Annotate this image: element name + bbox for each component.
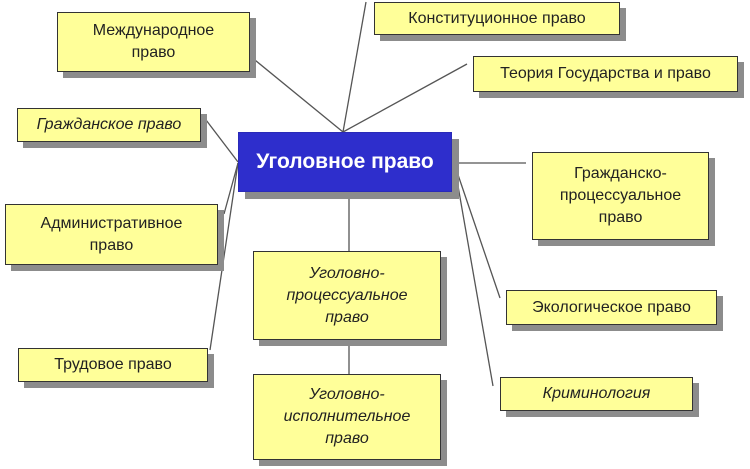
node-label: Международное право: [92, 22, 215, 61]
link-constitutional: [342, 1, 367, 133]
link-theory-state: [342, 63, 468, 133]
node-labor-law: Трудовое право: [18, 348, 208, 382]
node-international-law: Международное право: [57, 12, 250, 72]
link-ecological: [453, 162, 501, 299]
node-criminology: Криминология: [500, 377, 693, 411]
node-civil-law: Гражданское право: [17, 108, 201, 142]
node-label: Теория Государства и право: [500, 65, 711, 82]
node-administrative-law: Административное право: [5, 204, 218, 265]
node-criminal-procedure-law: Уголовно- процессуальное право: [253, 251, 441, 340]
node-civil-procedure-law: Гражданско- процессуальное право: [532, 152, 709, 240]
link-labor: [209, 162, 239, 351]
node-label: Конституционное право: [408, 9, 586, 27]
node-constitutional-law: Конституционное право: [374, 2, 620, 35]
node-label: Уголовно- процессуальное право: [286, 264, 408, 326]
node-label: Административное право: [40, 214, 183, 254]
node-label: Уголовно- исполнительное право: [283, 386, 411, 447]
node-label: Криминология: [542, 385, 651, 402]
link-civil: [202, 115, 239, 163]
node-theory-of-state: Теория Государства и право: [473, 56, 738, 92]
node-ecological-law: Экологическое право: [506, 290, 717, 325]
central-node-criminal-law: Уголовное право: [238, 132, 452, 192]
central-node-label: Уголовное право: [256, 150, 434, 173]
node-label: Гражданско- процессуальное право: [559, 165, 682, 226]
link-international: [249, 55, 344, 133]
node-label: Экологическое право: [532, 298, 691, 316]
node-label: Гражданское право: [36, 116, 182, 133]
link-criminology: [453, 162, 494, 387]
node-criminal-executive-law: Уголовно- исполнительное право: [253, 374, 441, 460]
node-label: Трудовое право: [54, 356, 172, 373]
link-administrative: [223, 162, 239, 215]
